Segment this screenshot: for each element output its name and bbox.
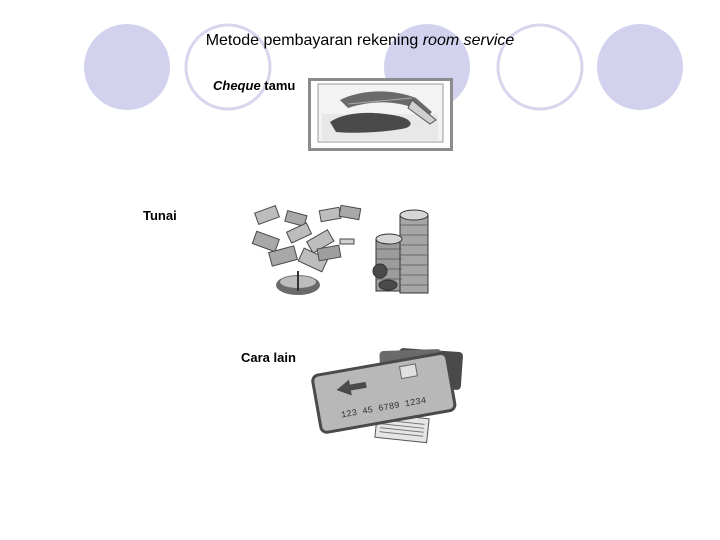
cash-coins-icon xyxy=(248,205,433,300)
method-label-cara-lain: Cara lain xyxy=(241,350,296,365)
slide-title: Metode pembayaran rekening room service xyxy=(0,31,720,51)
coin-stacks xyxy=(373,210,428,293)
cheque-hand-icon xyxy=(308,78,453,152)
title-italic: room service xyxy=(423,32,515,49)
banknotes xyxy=(252,205,360,271)
method-label-tunai: Tunai xyxy=(143,208,177,223)
credit-cards-icon: 123 45 6789 1234 xyxy=(308,346,468,446)
method-label-cheque: Cheque tamu xyxy=(213,78,295,93)
title-main: Metode pembayaran rekening xyxy=(206,32,423,49)
